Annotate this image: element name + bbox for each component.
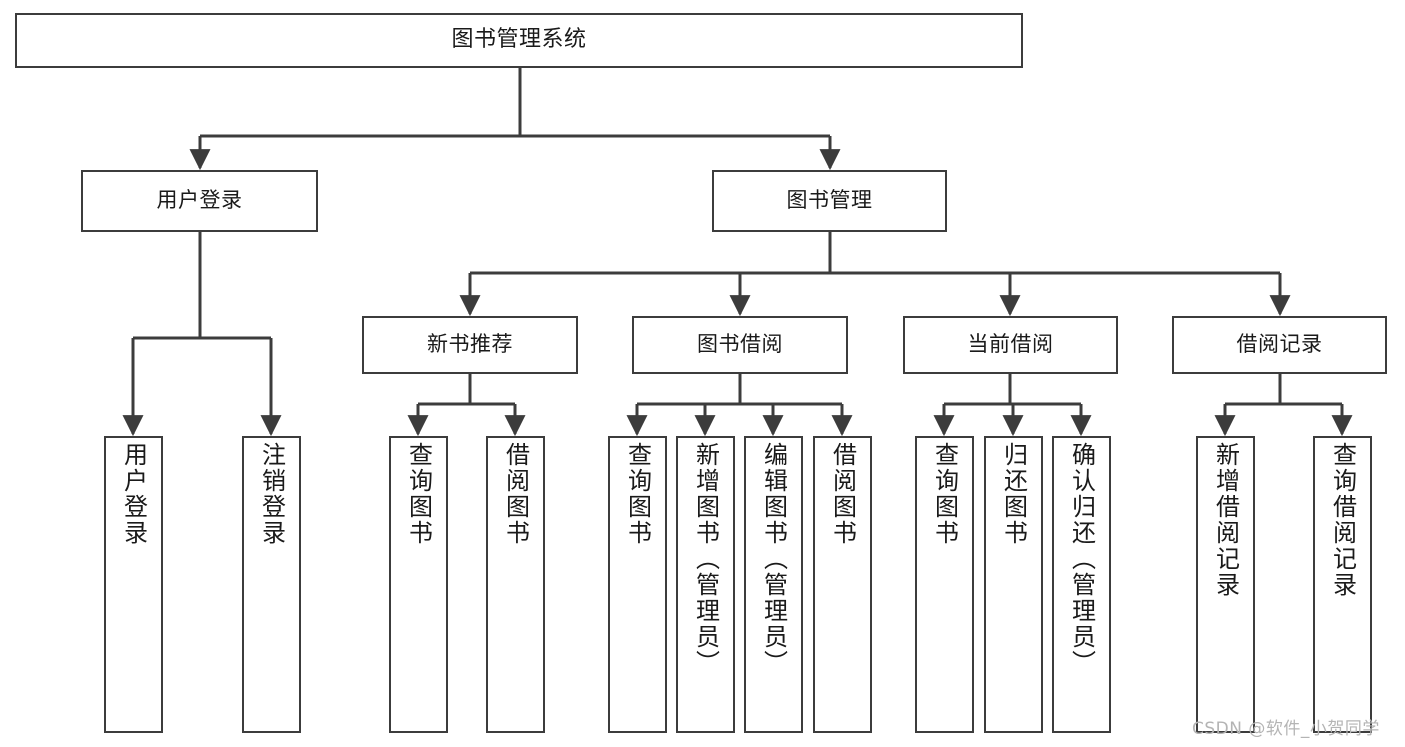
node-leaf-return-book-label: 归还图书: [999, 442, 1028, 546]
node-leaf-borrow-book-1[interactable]: 借阅图书: [486, 436, 545, 733]
node-root-label: 图书管理系统: [451, 27, 587, 53]
node-borrow-record[interactable]: 借阅记录: [1172, 316, 1387, 374]
node-leaf-user-login[interactable]: 用户登录: [104, 436, 163, 733]
node-borrow-record-label: 借阅记录: [1236, 332, 1323, 357]
node-leaf-query-book-2-label: 查询图书: [623, 442, 652, 546]
node-leaf-query-book-1[interactable]: 查询图书: [389, 436, 448, 733]
node-book-management-label: 图书管理: [786, 188, 873, 213]
node-leaf-add-book-label: 新增图书（管理员）: [691, 442, 720, 676]
node-user-login-label: 用户登录: [156, 188, 243, 213]
node-leaf-user-login-label: 用户登录: [119, 442, 148, 546]
node-book-management[interactable]: 图书管理: [712, 170, 947, 232]
node-leaf-borrow-book-1-label: 借阅图书: [501, 442, 530, 546]
node-leaf-return-book[interactable]: 归还图书: [984, 436, 1043, 733]
node-leaf-borrow-book-2[interactable]: 借阅图书: [813, 436, 872, 733]
node-leaf-query-book-1-label: 查询图书: [404, 442, 433, 546]
node-leaf-add-record[interactable]: 新增借阅记录: [1196, 436, 1255, 733]
watermark-csdn: CSDN @软件_小贺同学: [1192, 719, 1380, 739]
node-leaf-add-record-label: 新增借阅记录: [1211, 442, 1240, 598]
node-leaf-query-record[interactable]: 查询借阅记录: [1313, 436, 1372, 733]
node-current-borrow-label: 当前借阅: [967, 332, 1054, 357]
node-user-login[interactable]: 用户登录: [81, 170, 318, 232]
node-leaf-query-book-3-label: 查询图书: [930, 442, 959, 546]
node-leaf-query-record-label: 查询借阅记录: [1328, 442, 1357, 598]
node-leaf-edit-book[interactable]: 编辑图书（管理员）: [744, 436, 803, 733]
node-book-borrow-label: 图书借阅: [697, 332, 783, 357]
node-new-book-recommend[interactable]: 新书推荐: [362, 316, 578, 374]
node-root[interactable]: 图书管理系统: [15, 13, 1023, 68]
node-leaf-borrow-book-2-label: 借阅图书: [828, 442, 857, 546]
node-current-borrow[interactable]: 当前借阅: [903, 316, 1118, 374]
node-leaf-query-book-3[interactable]: 查询图书: [915, 436, 974, 733]
node-leaf-query-book-2[interactable]: 查询图书: [608, 436, 667, 733]
node-new-book-recommend-label: 新书推荐: [427, 332, 513, 357]
node-leaf-user-logout[interactable]: 注销登录: [242, 436, 301, 733]
node-leaf-edit-book-label: 编辑图书（管理员）: [759, 442, 788, 676]
node-leaf-confirm-return-label: 确认归还（管理员）: [1067, 442, 1096, 676]
node-book-borrow[interactable]: 图书借阅: [632, 316, 848, 374]
node-leaf-add-book[interactable]: 新增图书（管理员）: [676, 436, 735, 733]
node-leaf-confirm-return[interactable]: 确认归还（管理员）: [1052, 436, 1111, 733]
node-leaf-user-logout-label: 注销登录: [257, 442, 286, 546]
